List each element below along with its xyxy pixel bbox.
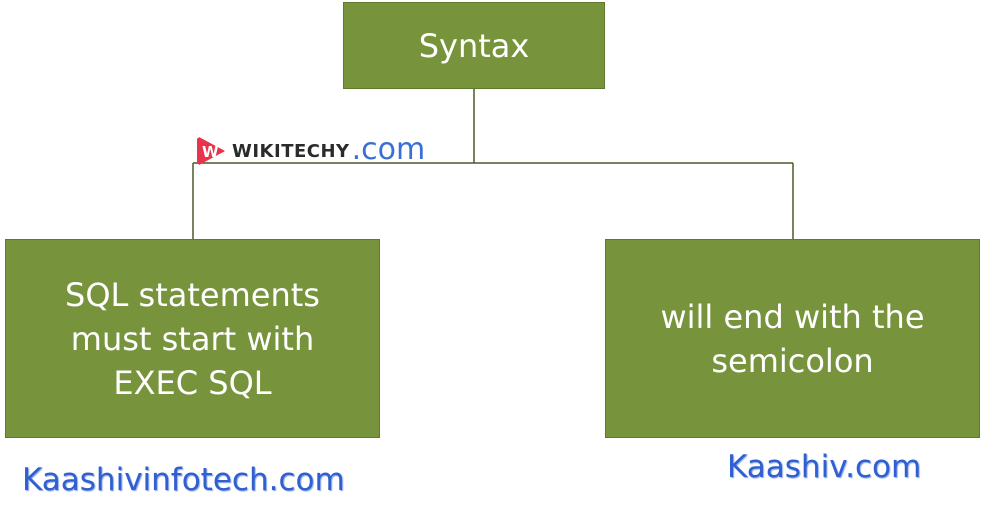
- root-node-label: Syntax: [418, 26, 530, 65]
- wikitechy-logo: W WIKITECHY .com: [195, 131, 425, 171]
- child-node-right: will end with the semicolon: [605, 239, 980, 438]
- child-node-right-label: will end with the semicolon: [660, 297, 925, 380]
- wikitechy-logo-icon: W: [195, 134, 229, 168]
- child-node-left: SQL statements must start with EXEC SQL: [5, 239, 380, 438]
- root-node: Syntax: [343, 2, 605, 89]
- wikitechy-logo-suffix: .com: [351, 131, 426, 167]
- kaashiv-watermark: Kaashiv.com: [727, 449, 922, 485]
- child-node-left-label: SQL statements must start with EXEC SQL: [65, 275, 320, 402]
- wikitechy-logo-word: WIKITECHY: [232, 140, 350, 162]
- svg-text:W: W: [202, 143, 219, 161]
- kaashivinfotech-watermark: Kaashivinfotech.com: [22, 462, 345, 498]
